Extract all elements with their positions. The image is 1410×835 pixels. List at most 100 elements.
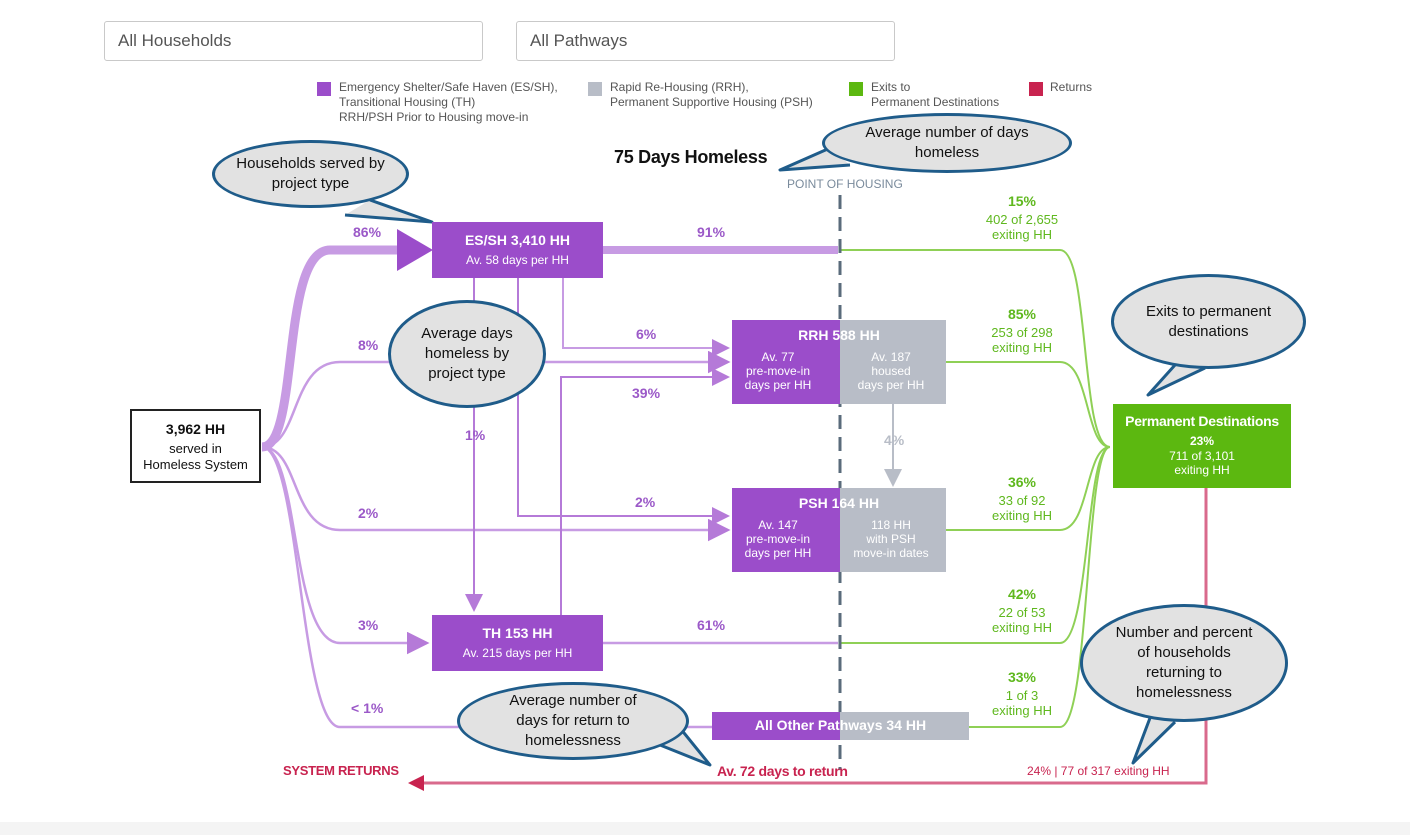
psh-pre-line: pre-move-in (745, 532, 811, 546)
exit-es: 15% 402 of 2,655 exiting HH (972, 193, 1072, 242)
rrh-housed: Av. 187 housed days per HH (845, 350, 937, 392)
psh-pre-line: days per HH (744, 546, 812, 560)
th-box[interactable]: TH 153 HH Av. 215 days per HH (432, 615, 603, 671)
pct-psh-in: 2% (358, 505, 379, 521)
callout-average-days-homeless: Average number of days homeless (822, 113, 1072, 173)
exit-pct: 15% (1007, 193, 1037, 209)
psh-pre-movein: Av. 147 pre-move-in days per HH (732, 518, 824, 560)
other-box-pre[interactable] (712, 712, 840, 740)
exit-other: 33% 1 of 3 exiting HH (972, 669, 1072, 718)
rrh-pre-line: days per HH (744, 378, 812, 392)
callout-days-by-project-type: Average days homeless by project type (388, 300, 546, 408)
pct-es-out: 91% (697, 224, 726, 240)
psh-box-pre[interactable] (732, 488, 840, 572)
exit-line1: 1 of 3 (1005, 688, 1039, 703)
callout-tail-exits (1146, 363, 1206, 397)
psh-housed-line: with PSH (866, 532, 916, 546)
exit-line1: 402 of 2,655 (985, 212, 1059, 227)
exit-line2: exiting HH (992, 620, 1052, 635)
flow-source-es (260, 245, 400, 452)
headline-days-homeless: 75 Days Homeless (614, 147, 768, 167)
callout-days-to-return: Average number of days for return to hom… (457, 682, 689, 760)
legend-text: Permanent Supportive Housing (PSH) (610, 95, 813, 109)
rrh-box-housed[interactable] (840, 320, 946, 404)
exit-line2: exiting HH (992, 227, 1052, 242)
source-line1: served in (169, 441, 222, 456)
legend-item-exits: Exits to Permanent Destinations (871, 80, 999, 110)
permanent-line2: exiting HH (1174, 463, 1230, 477)
exit-line2: exiting HH (992, 508, 1052, 523)
legend-text: Rapid Re-Housing (RRH), (610, 80, 749, 94)
th-sub: Av. 215 days per HH (462, 646, 573, 660)
exit-pct: 36% (1007, 474, 1037, 490)
psh-housed-line: move-in dates (853, 546, 929, 560)
psh-box-housed[interactable] (840, 488, 946, 572)
rrh-housed-line: days per HH (857, 378, 925, 392)
es-sh-title: ES/SH 3,410 HH (464, 232, 571, 248)
exit-pct: 42% (1007, 586, 1037, 602)
pct-es-in: 86% (353, 224, 382, 240)
exit-pct: 85% (1007, 306, 1037, 322)
psh-housed: 118 HH with PSH move-in dates (845, 518, 937, 560)
callout-exits-permanent: Exits to permanent destinations (1111, 274, 1306, 369)
returns-line (422, 488, 1208, 785)
flow-es-rrh (562, 278, 730, 357)
es-sh-box[interactable]: ES/SH 3,410 HH Av. 58 days per HH (432, 222, 603, 278)
pct-th-in: 3% (358, 617, 379, 633)
rrh-box-pre[interactable] (732, 320, 840, 404)
other-title: All Other Pathways 34 HH (754, 717, 927, 733)
permanent-title: Permanent Destinations (1125, 413, 1279, 429)
households-filter-value: All Households (118, 31, 232, 50)
legend-item-rrh-psh: Rapid Re-Housing (RRH), Permanent Suppor… (610, 80, 813, 110)
source-line2: Homeless System (143, 457, 248, 472)
es-entry-arrow (397, 229, 433, 271)
callout-returning-households: Number and percent of households returni… (1080, 604, 1288, 722)
flow-source-psh (261, 445, 731, 542)
exit-line-rrh (946, 361, 1111, 448)
legend-item-returns: Returns (1050, 80, 1092, 95)
rrh-housed-line: housed (871, 364, 911, 378)
pathways-filter-select[interactable]: All Pathways (516, 21, 895, 61)
exit-line2: exiting HH (992, 340, 1052, 355)
exit-line-th (840, 446, 1111, 644)
psh-housed-line: 118 HH (871, 518, 911, 532)
callout-households-served: Households served by project type (212, 140, 409, 208)
exit-line-psh (946, 446, 1111, 531)
returns-avg-days: Av. 72 days to return (717, 763, 848, 779)
source-count: 3,962 HH (165, 421, 226, 437)
permanent-line1: 711 of 3,101 (1169, 449, 1235, 463)
legend-text: RRH/PSH Prior to Housing move-in (339, 110, 529, 124)
exit-psh: 36% 33 of 92 exiting HH (972, 474, 1072, 523)
pct-es-th: 1% (465, 427, 486, 443)
rrh-housed-line: Av. 187 (871, 350, 911, 364)
legend-text: Exits to (871, 80, 911, 94)
flow-source-rrh (261, 350, 731, 449)
households-filter-select[interactable]: All Households (104, 21, 483, 61)
legend-swatch-es-th (317, 82, 331, 96)
flow-source-other (261, 445, 712, 729)
legend-item-es-th: Emergency Shelter/Safe Haven (ES/SH), Tr… (339, 80, 558, 125)
permanent-pct: 23% (1189, 434, 1215, 448)
pct-rrh-in: 8% (358, 337, 379, 353)
rrh-pre-line: Av. 77 (761, 350, 795, 364)
callout-tail-returning (1131, 717, 1177, 765)
legend-text: Returns (1050, 80, 1093, 94)
legend-swatch-rrh-psh (588, 82, 602, 96)
exit-line1: 33 of 92 (998, 493, 1046, 508)
legend-text: Emergency Shelter/Safe Haven (ES/SH), (339, 80, 558, 94)
exit-line2: exiting HH (992, 703, 1052, 718)
permanent-destinations-box[interactable]: Permanent Destinations 23% 711 of 3,101 … (1113, 404, 1291, 488)
point-of-housing-label: POINT OF HOUSING (787, 177, 903, 191)
exit-line1: 22 of 53 (998, 605, 1046, 620)
pct-es-rrh: 6% (636, 326, 657, 342)
exit-line-es (840, 249, 1111, 448)
pct-es-psh: 2% (635, 494, 656, 510)
exit-th: 42% 22 of 53 exiting HH (972, 586, 1072, 635)
pct-other-in: < 1% (351, 700, 384, 716)
pct-th-out: 61% (697, 617, 726, 633)
exit-pct: 33% (1007, 669, 1037, 685)
other-box-housed[interactable] (840, 712, 969, 740)
legend-swatch-exits (849, 82, 863, 96)
